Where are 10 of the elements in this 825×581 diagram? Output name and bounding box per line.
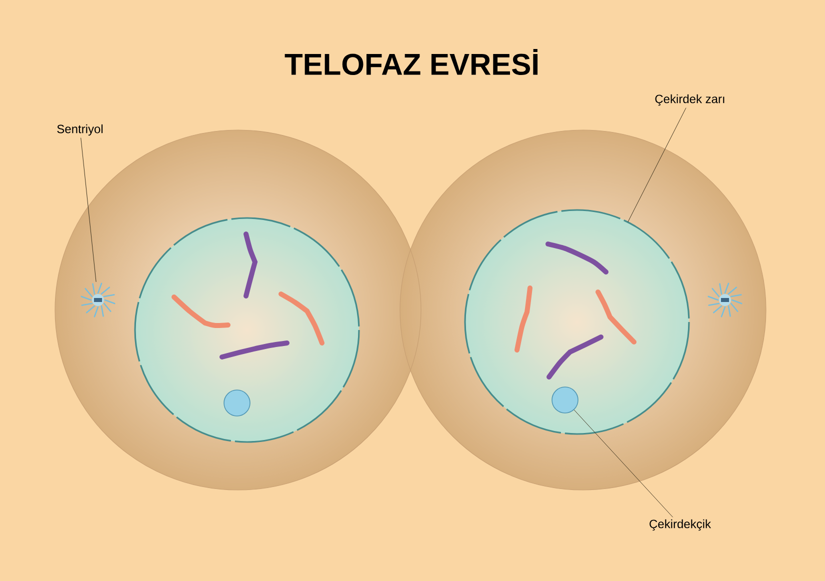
leader-line: [574, 410, 674, 518]
title: TELOFAZ EVRESİ: [284, 49, 538, 75]
nucleolus: [552, 386, 578, 414]
leader-line: [80, 138, 96, 282]
centriole-drawing: [80, 282, 116, 318]
label-text: Çekirdek zarı: [655, 94, 724, 106]
leader-line: [628, 108, 686, 222]
nuclear-membrane: [464, 209, 690, 435]
label-text: Çekirdekçik: [650, 519, 712, 531]
label-text: Sentriyol: [57, 124, 103, 136]
